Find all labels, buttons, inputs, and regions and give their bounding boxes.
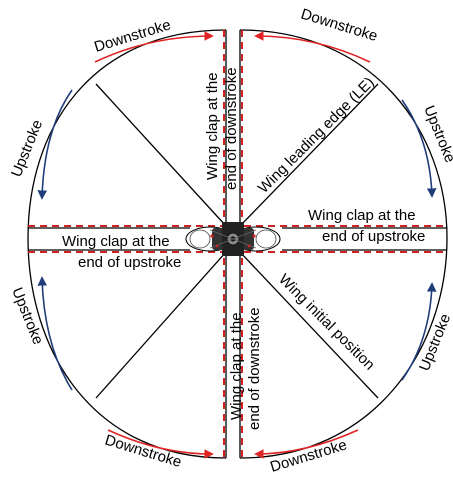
label-downstroke-bottom-left: Downstroke — [103, 432, 184, 471]
stroke-arrows — [37, 31, 437, 459]
label-upstroke-left-top: Upstroke — [8, 117, 46, 179]
left-half-outline — [27, 29, 227, 459]
label-clap-bottom-line1: Wing clap at the — [228, 312, 245, 420]
label-clap-top-line1: Wing clap at the — [204, 72, 221, 180]
arrow-upstroke-left-top — [37, 89, 73, 200]
arrow-upstroke-right-top — [401, 99, 437, 198]
arrow-upstroke-right-bottom — [401, 282, 437, 381]
flapping-wing-robot-icon — [185, 222, 281, 256]
label-clap-top-line2: end of downstroke — [223, 67, 240, 190]
diagonal-upper-right — [239, 83, 379, 227]
label-clap-right-line2: end of upstroke — [322, 228, 425, 245]
arrow-upstroke-left-bottom — [37, 276, 73, 391]
diagonal-lower-right — [239, 251, 379, 399]
label-clap-left-line1: Wing clap at the — [62, 233, 170, 250]
right-half-outline — [239, 29, 448, 459]
wing-diagonals — [95, 83, 379, 399]
arrow-downstroke-top-left — [94, 31, 214, 63]
label-leading-edge: Wing leading edge (LE) — [255, 74, 378, 197]
label-clap-bottom-line2: end of downstroke — [246, 307, 263, 430]
outer-stroke-envelope — [27, 29, 448, 459]
label-downstroke-bottom-right: Downstroke — [268, 436, 349, 475]
label-clap-left-line2: end of upstroke — [78, 254, 181, 271]
arrow-downstroke-top-right — [254, 31, 371, 63]
diagonal-upper-left — [95, 83, 227, 227]
label-upstroke-left-bottom: Upstroke — [8, 285, 46, 347]
label-downstroke-top-right: Downstroke — [299, 6, 380, 45]
diagonal-lower-left — [95, 251, 227, 399]
arrow-downstroke-bottom-left — [107, 429, 214, 459]
label-upstroke-right-top: Upstroke — [420, 103, 453, 165]
label-initial-position: Wing initial position — [275, 271, 378, 374]
arrow-downstroke-bottom-right — [254, 429, 359, 459]
label-clap-right-line1: Wing clap at the — [308, 207, 416, 224]
